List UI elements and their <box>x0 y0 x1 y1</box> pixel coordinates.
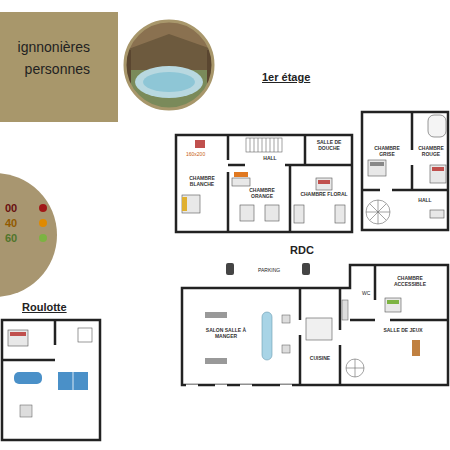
legend-dot <box>39 204 47 212</box>
room-area: CHAMBRE BLANCHE <box>180 176 224 188</box>
room-area: CHAMBRE GRISE <box>366 146 408 158</box>
room-area: SALLE DE JEUX <box>378 328 428 334</box>
legend-dot <box>39 234 47 242</box>
floor-heading: RDC <box>290 244 314 256</box>
room-name: CHAMBRE FLORAL <box>300 192 348 198</box>
room-name: CUISINE <box>301 356 339 362</box>
room-name: SALLE DE JEUX <box>378 328 428 334</box>
legend-text: 00 <box>5 202 17 214</box>
plan-note: 160x200 <box>186 151 205 157</box>
room-name: CHAMBRE GRISE <box>366 146 408 158</box>
room-name: SALLE DE DOUCHE <box>310 140 348 152</box>
legend-text: 60 <box>5 232 17 244</box>
room-name: HALL <box>410 198 440 204</box>
room-area: HALL <box>255 156 285 162</box>
legend-entry: 60 <box>5 232 47 244</box>
furniture <box>8 115 446 417</box>
plan-note: PARKING <box>258 267 280 273</box>
title-text: ignnonières personnes <box>0 36 90 81</box>
room-area: CUISINE <box>301 356 339 362</box>
title-panel: ignnonières personnes <box>0 12 118 122</box>
legend-text: 40 <box>5 217 17 229</box>
room-name: CHAMBRE ORANGE <box>238 188 286 200</box>
room-area: CHAMBRE ACCESSIBLE <box>384 276 436 288</box>
legend-dot <box>39 219 47 227</box>
hot-tub-photo <box>120 18 220 120</box>
room-area: CHAMBRE FLORAL <box>300 192 348 198</box>
floor-heading: 1er étage <box>262 71 310 83</box>
floor-heading: Roulotte <box>22 301 67 313</box>
room-area: SALON SALLE À MANGER <box>200 328 252 340</box>
room-area: CHAMBRE ORANGE <box>238 188 286 200</box>
legend-entry: 00 <box>5 202 47 214</box>
room-name: HALL <box>255 156 285 162</box>
room-area: HALL <box>410 198 440 204</box>
room-area: CHAMBRE ROUGE <box>414 146 448 158</box>
room-name: CHAMBRE ROUGE <box>414 146 448 158</box>
plan-note: WC <box>362 290 370 296</box>
stairs <box>246 138 390 377</box>
legend-disc <box>0 173 57 297</box>
room-name: SALON SALLE À MANGER <box>200 328 252 340</box>
legend-entry: 40 <box>5 217 47 229</box>
room-name: CHAMBRE BLANCHE <box>180 176 224 188</box>
floor-walls <box>2 112 448 440</box>
room-name: CHAMBRE ACCESSIBLE <box>384 276 436 288</box>
room-area: SALLE DE DOUCHE <box>310 140 348 152</box>
